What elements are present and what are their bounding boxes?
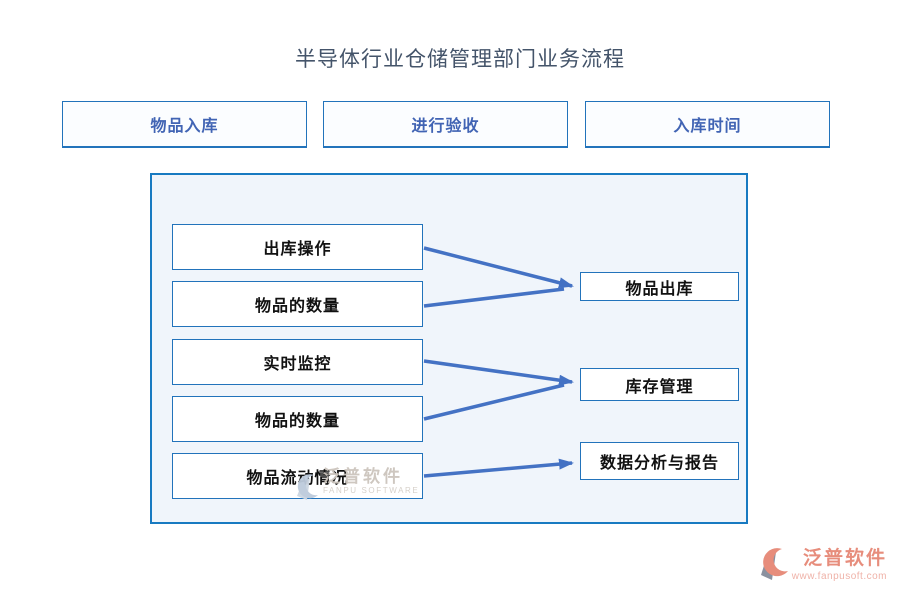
watermark-brand-en: FANPU SOFTWARE (323, 486, 420, 495)
top-button-item-inspection[interactable]: 进行验收 (323, 101, 568, 148)
top-button-item-inbound[interactable]: 物品入库 (62, 101, 307, 148)
fanpu-brand-name: 泛普软件 (802, 548, 887, 569)
watermark: 泛普软件 FANPU SOFTWARE (296, 467, 419, 503)
watermark-brand: 泛普软件 (323, 467, 403, 486)
flow-target-item-outbound: 物品出库 (580, 272, 739, 301)
flow-source-item-flow-status: 物品流动情况 (172, 453, 423, 499)
fanpu-logo[interactable]: 泛普软件 www.fanpusoft.com (759, 546, 887, 584)
flow-source-item-quantity-2: 物品的数量 (172, 396, 423, 442)
page-title: 半导体行业仓储管理部门业务流程 (295, 47, 625, 71)
flow-source-outbound-operation: 出库操作 (172, 224, 423, 270)
fanpu-watermark-icon (297, 474, 318, 500)
top-button-item-inbound-time[interactable]: 入库时间 (585, 101, 830, 148)
flow-source-realtime-monitor: 实时监控 (172, 339, 423, 385)
flow-target-inventory-mgmt: 库存管理 (580, 368, 739, 401)
fanpu-logo-icon (760, 548, 788, 580)
fanpu-website-link[interactable]: www.fanpusoft.com (791, 571, 887, 582)
flow-source-item-quantity-1: 物品的数量 (172, 281, 423, 327)
flow-target-data-analysis: 数据分析与报告 (580, 442, 739, 480)
